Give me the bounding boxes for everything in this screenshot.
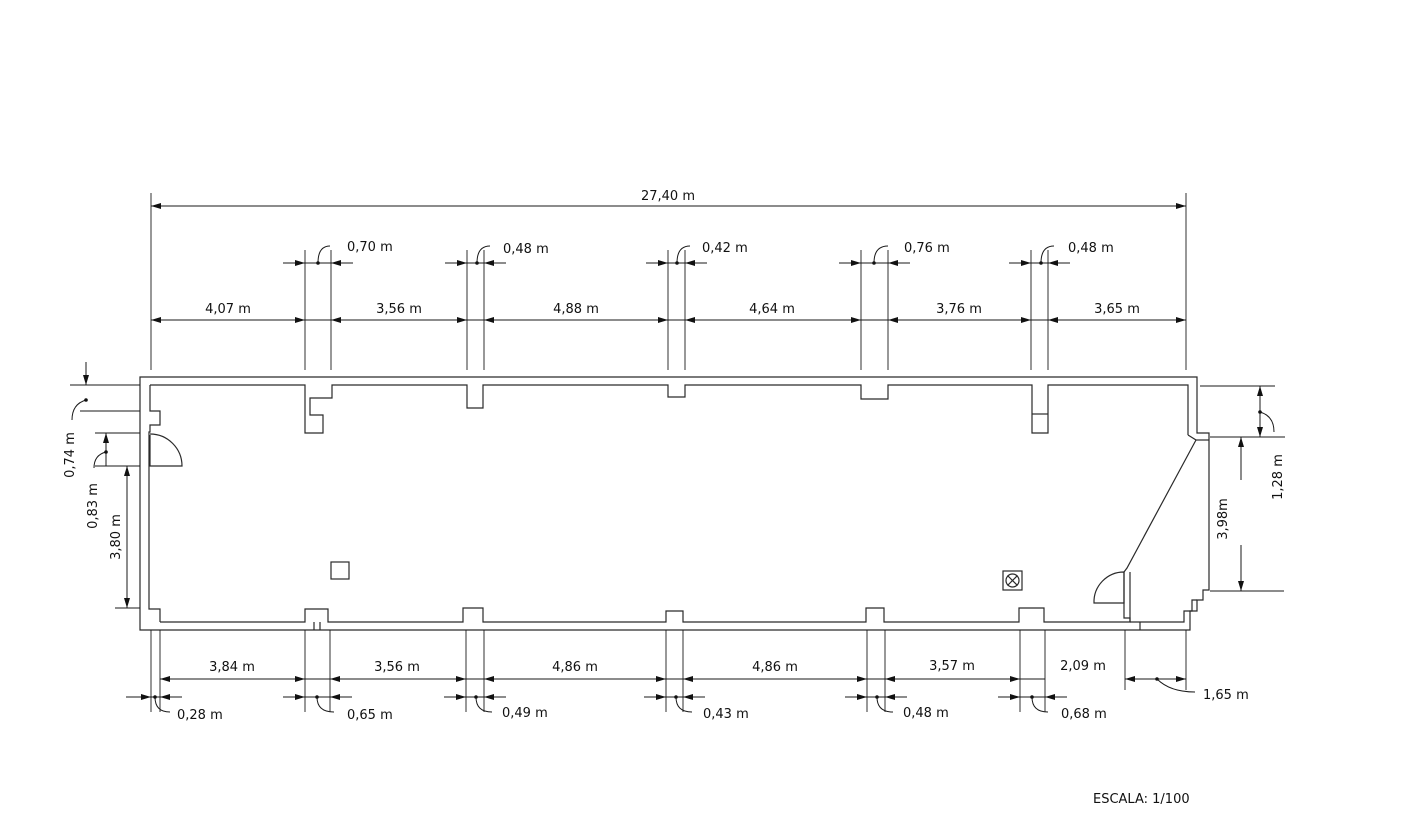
dim-top-pillar-5: 0,48 m (1068, 241, 1114, 256)
dim-bottom-pillar-3: 0,49 m (502, 706, 548, 721)
dim-top-pillar-1: 0,70 m (347, 240, 393, 255)
inner-left-wall (148, 385, 161, 622)
right-door-swing (1093, 571, 1125, 604)
dim-top-span-5: 3,76 m (936, 302, 982, 317)
dim-top-span-1: 4,07 m (205, 302, 251, 317)
dim-bottom-pillar-4: 0,43 m (703, 707, 749, 722)
dim-bottom-span-6: 2,09 m (1060, 659, 1106, 674)
dim-right-2: 3,98m (1216, 498, 1231, 540)
dim-left-2: 0,83 m (86, 483, 101, 529)
dim-bottom-span-1: 3,84 m (209, 660, 255, 675)
inner-top-wall (150, 384, 1189, 435)
dim-top-pillar-2: 0,48 m (503, 242, 549, 257)
scale-label: ESCALA: 1/100 (1093, 792, 1190, 807)
dim-bottom-span-5: 3,57 m (929, 659, 975, 674)
drain-symbol (1002, 570, 1023, 591)
plan-walls (139, 376, 1210, 631)
dim-bottom-pillar-1: 0,28 m (177, 708, 223, 723)
dim-top-span-3: 4,88 m (553, 302, 599, 317)
dimension-lines (70, 193, 1285, 713)
outer-wall-outline (139, 376, 1210, 631)
dim-bottom-pillar-2: 0,65 m (347, 708, 393, 723)
column-box (330, 561, 350, 580)
inner-right-wall (1130, 599, 1197, 623)
left-door-swing (149, 433, 183, 467)
dim-bottom-pillar-6: 0,68 m (1061, 707, 1107, 722)
dim-top-pillar-4: 0,76 m (904, 241, 950, 256)
dimension-labels: 27,40 m 4,07 m 3,56 m 4,88 m 4,64 m 3,76… (63, 189, 1286, 723)
dim-bottom-span-2: 3,56 m (374, 660, 420, 675)
dim-top-pillar-3: 0,42 m (702, 241, 748, 256)
dim-bottom-span-3: 4,86 m (552, 660, 598, 675)
dim-left-1: 0,74 m (63, 432, 78, 478)
inner-bottom-wall (160, 572, 1131, 623)
dim-overall: 27,40 m (641, 189, 695, 204)
dim-right-1: 1,28 m (1271, 454, 1286, 500)
dim-bottom-span-4: 4,86 m (752, 660, 798, 675)
dim-bottom-right: 1,65 m (1203, 688, 1249, 703)
dim-bottom-pillar-5: 0,48 m (903, 706, 949, 721)
dim-left-3: 3,80 m (109, 514, 124, 560)
dim-top-span-6: 3,65 m (1094, 302, 1140, 317)
dim-top-span-2: 3,56 m (376, 302, 422, 317)
diagonal-wall (1123, 434, 1197, 573)
dim-top-span-4: 4,64 m (749, 302, 795, 317)
